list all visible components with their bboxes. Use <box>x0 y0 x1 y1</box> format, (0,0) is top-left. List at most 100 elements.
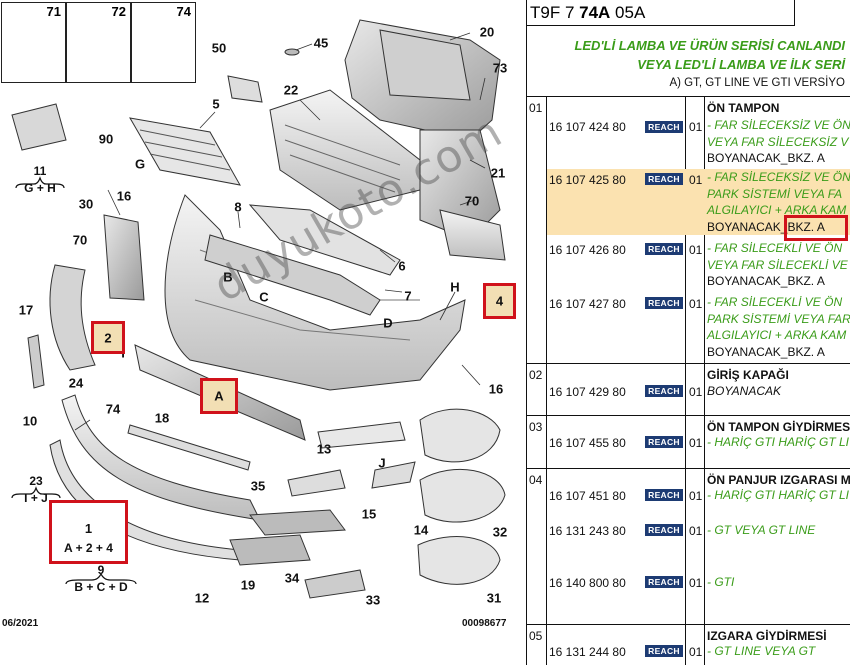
callout[interactable]: 12 <box>194 590 210 606</box>
header-line-3: A) GT, GT LINE VE GTI VERSİYO <box>669 77 845 89</box>
diagram-date: 06/2021 <box>2 618 39 629</box>
callout[interactable]: 18 <box>154 410 170 426</box>
exploded-parts-diagram: 71 72 74 50 45 20 73 22 21 5 90 70 G 16 … <box>1 2 516 629</box>
callout[interactable]: 70 <box>464 193 480 209</box>
callout[interactable]: 32 <box>492 524 508 540</box>
section-05: 05 IZGARA GİYDİRMESİ 16 131 244 80 REACH… <box>527 624 850 665</box>
callout[interactable]: H <box>450 279 460 295</box>
fastener-number: 72 <box>111 4 126 19</box>
code-prefix: T9F 7 <box>530 3 580 22</box>
row-description: BOYANACAK <box>707 384 782 398</box>
callout[interactable]: 15 <box>361 506 377 522</box>
header-line-1: LED'Lİ LAMBA VE ÜRÜN SERİSİ CANLANDI <box>574 38 845 53</box>
catalog-code: T9F 7 74A 05A <box>527 0 795 26</box>
callout[interactable]: 17 <box>18 302 34 318</box>
quantity: 01 <box>689 524 703 538</box>
quantity: 01 <box>689 645 703 659</box>
grid-line <box>704 96 705 665</box>
callout[interactable]: 24 <box>68 375 84 391</box>
callout[interactable]: 16 <box>116 188 132 204</box>
callout[interactable]: 31 <box>486 590 502 606</box>
section-title: ÖN PANJUR IZGARASI M <box>707 473 850 487</box>
section-title: IZGARA GİYDİRMESİ <box>707 629 827 643</box>
reach-badge: REACH <box>645 385 683 397</box>
part-number[interactable]: 16 107 425 80 <box>549 173 626 187</box>
part-number[interactable]: 16 140 800 80 <box>549 576 626 590</box>
row-highlight <box>547 169 850 235</box>
callout[interactable]: J <box>378 455 386 471</box>
highlight-box-a[interactable]: A <box>200 378 238 414</box>
row-description: - GT VEYA GT LINE <box>707 523 816 537</box>
callout[interactable]: 34 <box>284 570 300 586</box>
section-title: ÖN TAMPON GİYDİRMES <box>707 420 850 434</box>
row-description: - FAR SİLECEKLİ VE ÖN VEYA FAR SİLECEKLİ… <box>707 241 848 288</box>
callout[interactable]: 8 <box>234 199 242 215</box>
callout[interactable]: 30 <box>78 196 94 212</box>
callout[interactable]: 33 <box>365 592 381 608</box>
callout[interactable]: B <box>223 269 233 285</box>
brace-bottom: G + H <box>24 181 56 195</box>
part-number[interactable]: 16 107 451 80 <box>549 489 626 503</box>
callout[interactable]: 50 <box>211 40 227 56</box>
brace-top: 9 <box>97 563 105 577</box>
fastener-box-71: 71 <box>1 2 66 83</box>
callout[interactable]: 19 <box>240 577 256 593</box>
callout[interactable]: 35 <box>250 478 266 494</box>
fastener-number: 71 <box>46 4 61 19</box>
section-04: 04 ÖN PANJUR IZGARASI M 16 107 451 80 RE… <box>527 468 850 625</box>
callout[interactable]: 74 <box>105 401 121 417</box>
callout[interactable]: D <box>383 315 393 331</box>
part-number[interactable]: 16 107 424 80 <box>549 120 626 134</box>
callout[interactable]: 5 <box>212 96 220 112</box>
part-number[interactable]: 16 107 429 80 <box>549 385 626 399</box>
callout[interactable]: 10 <box>22 413 38 429</box>
section-number: 05 <box>529 629 543 643</box>
callout[interactable]: C <box>259 289 269 305</box>
callout[interactable]: 70 <box>72 232 88 248</box>
section-title: GİRİŞ KAPAĞI <box>707 368 789 382</box>
callout[interactable]: 13 <box>316 441 332 457</box>
quantity: 01 <box>689 120 703 134</box>
highlight-box-4[interactable]: 4 <box>483 283 516 319</box>
row-description: - FAR SİLECEKSİZ VE ÖN VEYA FAR SİLECEKS… <box>707 118 850 165</box>
callout[interactable]: 7 <box>404 288 412 304</box>
callout[interactable]: 20 <box>479 24 495 40</box>
reach-badge: REACH <box>645 121 683 133</box>
reach-badge: REACH <box>645 243 683 255</box>
callout[interactable]: 73 <box>492 60 508 76</box>
header-line-2: VEYA LED'Lİ LAMBA VE İLK SERİ <box>637 57 845 72</box>
row-description: - GT LINE VEYA GT <box>707 644 816 658</box>
section-03: 03 ÖN TAMPON GİYDİRMES 16 107 455 80 REA… <box>527 415 850 469</box>
callout[interactable]: 21 <box>490 165 506 181</box>
part-number[interactable]: 16 107 426 80 <box>549 243 626 257</box>
brace-label-9: 9 B + C + D <box>74 563 127 594</box>
callout[interactable]: 90 <box>98 131 114 147</box>
callout[interactable]: 45 <box>313 35 329 51</box>
brace-label-11: 11 G + H <box>24 164 56 195</box>
parts-table-panel: T9F 7 74A 05A LED'Lİ LAMBA VE ÜRÜN SERİS… <box>526 0 850 665</box>
highlight-box-1[interactable]: 1 A + 2 + 4 <box>49 500 128 564</box>
diagram-reference: 00098677 <box>462 618 507 629</box>
reach-badge: REACH <box>645 576 683 588</box>
reach-badge: REACH <box>645 173 683 185</box>
highlight-box-bkz-a[interactable] <box>784 215 848 241</box>
brace-top: 11 <box>33 164 47 178</box>
part-number[interactable]: 16 107 455 80 <box>549 436 626 450</box>
row-description: - HARİÇ GTI HARİÇ GT LI <box>707 435 850 449</box>
callout[interactable]: 14 <box>413 522 429 538</box>
callout[interactable]: 16 <box>488 381 504 397</box>
quantity: 01 <box>689 576 703 590</box>
code-bold: 74A <box>579 3 611 22</box>
brace-bottom: B + C + D <box>74 580 128 594</box>
part-number[interactable]: 16 107 427 80 <box>549 297 626 311</box>
callout[interactable]: G <box>134 156 146 172</box>
callout[interactable]: 22 <box>283 82 299 98</box>
callout[interactable]: 6 <box>398 258 406 274</box>
highlight-label: 4 <box>495 293 504 309</box>
part-number[interactable]: 16 131 243 80 <box>549 524 626 538</box>
highlight-box-2[interactable]: 2 <box>91 321 125 354</box>
highlight-sublabel: A + 2 + 4 <box>64 541 113 555</box>
reach-badge: REACH <box>645 436 683 448</box>
quantity: 01 <box>689 297 703 311</box>
part-number[interactable]: 16 131 244 80 <box>549 645 626 659</box>
